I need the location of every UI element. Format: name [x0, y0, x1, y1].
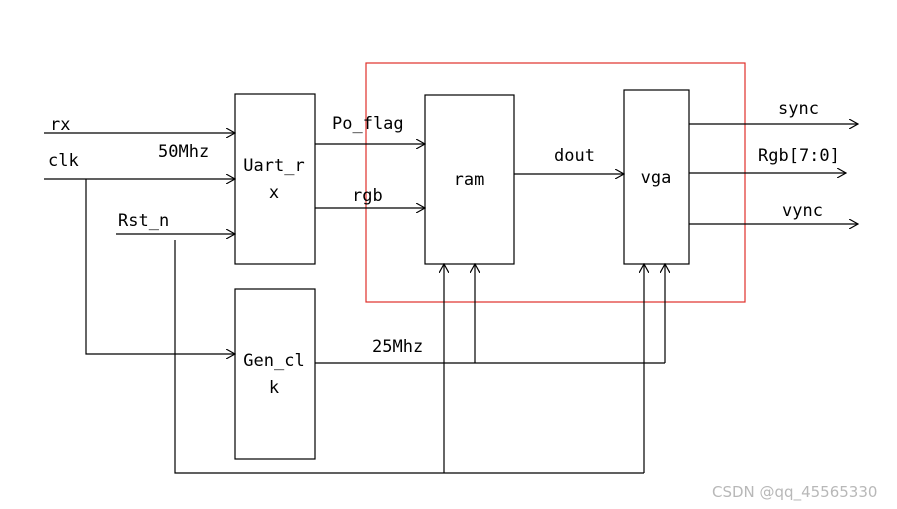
po-flag-label: Po_flag	[332, 114, 404, 134]
ram-block	[424, 94, 515, 265]
rst-label: Rst_n	[118, 211, 169, 231]
vync-label: vync	[782, 201, 823, 221]
uart-label-line1: Uart_r	[243, 156, 304, 176]
rst-bus-wire	[174, 240, 644, 474]
ram-label: ram	[454, 170, 485, 190]
watermark: CSDN @qq_45565330	[712, 483, 877, 502]
rgb-out-label: Rgb[7:0]	[758, 146, 840, 166]
gen-label-line1: Gen_cl	[243, 351, 304, 371]
uart-label-line2: x	[269, 183, 279, 203]
dout-label: dout	[554, 146, 595, 166]
rgb-label: rgb	[352, 186, 383, 206]
rx-label: rx	[50, 115, 70, 135]
vga-block	[623, 89, 690, 265]
vga-label: vga	[641, 168, 672, 188]
clk25-label: 25Mhz	[372, 337, 423, 357]
sync-label: sync	[778, 99, 819, 119]
clk-to-genclk-wire	[85, 179, 235, 354]
highlight-frame	[365, 62, 746, 303]
uart-rx-block	[234, 93, 316, 265]
gen-label-line2: k	[269, 378, 279, 398]
clk50-label: 50Mhz	[158, 142, 209, 162]
clk-label: clk	[48, 151, 79, 171]
gen-clk-block	[234, 288, 316, 460]
